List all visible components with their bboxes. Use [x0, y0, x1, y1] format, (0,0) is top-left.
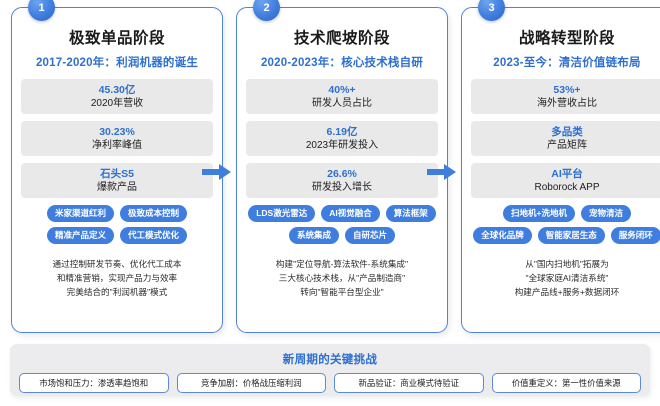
stat-value: 53%+ [553, 83, 581, 96]
stat-label: 海外营收占比 [537, 97, 597, 109]
stage-card-1: 1 极致单品阶段 2017-2020年：利润机器的诞生 45.30亿 2020年… [11, 0, 223, 333]
stat-value: 多品类 [551, 125, 583, 138]
stage-title-2: 技术爬坡阶段 [293, 30, 390, 47]
stat-item: 30.23% 净利率峰值 [21, 121, 213, 156]
stat-item: AI平台 Roborock APP [471, 163, 660, 198]
stat-value: 6.19亿 [326, 125, 358, 138]
stat-list-2: 40%+ 研发人员占比 6.19亿 2023年研发投入 26.6% 研发投入增长 [246, 79, 438, 198]
tag-pill: 米家渠道红利 [46, 205, 114, 222]
tag-pill: 宠物清洁 [580, 205, 631, 222]
tag-pill: 极致成本控制 [120, 205, 188, 222]
tag-pill: 智能家居生态 [537, 227, 605, 244]
stage-description-1: 通过控制研发节奏、优化代工成本和精准营销，实现产品力与效率完美结合的"利润机器"… [52, 259, 182, 297]
stat-item: 多品类 产品矩阵 [471, 121, 660, 156]
stat-item: 石头S5 爆款产品 [21, 163, 213, 198]
stat-label: 净利率峰值 [92, 139, 142, 151]
stage-card-2: 2 技术爬坡阶段 2020-2023年：核心技术栈自研 40%+ 研发人员占比 … [236, 0, 448, 333]
tag-pill: LDS激光雷达 [248, 205, 316, 222]
stage-badge-1: 1 [28, 0, 55, 21]
challenge-item: 新品验证：商业模式待验证 [334, 373, 484, 393]
stage-subtitle-1: 2017-2020年：利润机器的诞生 [35, 57, 199, 69]
stat-list-3: 53%+ 海外营收占比 多品类 产品矩阵 AI平台 Roborock APP [471, 79, 660, 198]
tag-pill: AI视觉融合 [321, 205, 380, 222]
stage-title-3: 战略转型阶段 [518, 30, 615, 47]
stage-description-3: 从"国内扫地机"拓展为"全球家庭AI清洁系统"构建产品线+服务+数据闭环 [514, 259, 620, 297]
stage-panel-2: 2 技术爬坡阶段 2020-2023年：核心技术栈自研 40%+ 研发人员占比 … [236, 0, 448, 333]
stage-title-1: 极致单品阶段 [68, 30, 165, 47]
stat-value: 40%+ [328, 83, 356, 96]
tag-pill: 系统集成 [288, 227, 339, 244]
tag-pill: 自研芯片 [345, 227, 396, 244]
stage-badge-3: 3 [478, 0, 505, 21]
tag-list-1: 米家渠道红利 极致成本控制 精准产品定义 代工模式优化 [21, 205, 213, 244]
stat-label: 2023年研发投入 [305, 139, 379, 151]
stage-row: 1 极致单品阶段 2017-2020年：利润机器的诞生 45.30亿 2020年… [11, 0, 660, 333]
stat-label: 2020年营收 [90, 97, 144, 109]
stat-label: Roborock APP [534, 181, 600, 193]
stat-label: 研发人员占比 [312, 97, 372, 109]
challenges-title: 新周期的关键挑战 [282, 354, 378, 366]
challenge-item: 市场饱和压力：渗透率趋饱和 [19, 373, 169, 393]
tag-pill: 代工模式优化 [120, 227, 188, 244]
challenges-section: 新周期的关键挑战 市场饱和压力：渗透率趋饱和 竞争加剧：价格战压缩利润 新品验证… [10, 344, 650, 396]
stage-subtitle-3: 2023-至今：清洁价值链布局 [493, 57, 641, 69]
stat-item: 53%+ 海外营收占比 [471, 79, 660, 114]
stage-badge-2: 2 [253, 0, 280, 21]
stage-panel-1: 1 极致单品阶段 2017-2020年：利润机器的诞生 45.30亿 2020年… [11, 0, 223, 333]
challenges-row: 市场饱和压力：渗透率趋饱和 竞争加剧：价格战压缩利润 新品验证：商业模式待验证 … [10, 367, 650, 393]
stat-value: 26.6% [327, 167, 357, 180]
stage-subtitle-2: 2020-2023年：核心技术栈自研 [260, 57, 424, 69]
challenge-item: 价值重定义：第一性价值来源 [491, 373, 641, 393]
stat-item: 26.6% 研发投入增长 [246, 163, 438, 198]
stat-item: 40%+ 研发人员占比 [246, 79, 438, 114]
stat-value: AI平台 [551, 167, 583, 180]
tag-pill: 全球化品牌 [473, 227, 532, 244]
stat-label: 爆款产品 [97, 181, 137, 193]
stat-list-1: 45.30亿 2020年营收 30.23% 净利率峰值 石头S5 爆款产品 [21, 79, 213, 198]
stage-description-2: 构建"定位导航-算法软件-系统集成"三大核心技术栈，从"产品制造商"转向"智能平… [275, 259, 409, 297]
arrow-right-icon [202, 163, 232, 181]
stage-card-3: 3 战略转型阶段 2023-至今：清洁价值链布局 53%+ 海外营收占比 多品类… [461, 0, 660, 333]
tag-pill: 扫地机+洗地机 [503, 205, 575, 222]
stat-value: 石头S5 [100, 167, 134, 180]
stat-value: 45.30亿 [98, 83, 136, 96]
stage-panel-3: 3 战略转型阶段 2023-至今：清洁价值链布局 53%+ 海外营收占比 多品类… [461, 0, 660, 333]
challenge-item: 竞争加剧：价格战压缩利润 [176, 373, 326, 393]
stat-label: 产品矩阵 [547, 139, 587, 151]
tag-list-3: 扫地机+洗地机 宠物清洁 全球化品牌 智能家居生态 服务闭环 [471, 205, 660, 244]
arrow-right-icon [427, 163, 457, 181]
stat-value: 30.23% [99, 125, 135, 138]
stat-item: 6.19亿 2023年研发投入 [246, 121, 438, 156]
tag-pill: 算法框架 [385, 205, 436, 222]
stat-label: 研发投入增长 [312, 181, 372, 193]
stat-item: 45.30亿 2020年营收 [21, 79, 213, 114]
tag-pill: 精准产品定义 [46, 227, 114, 244]
tag-list-2: LDS激光雷达 AI视觉融合 算法框架 系统集成 自研芯片 [246, 205, 438, 244]
tag-pill: 服务闭环 [610, 227, 660, 244]
